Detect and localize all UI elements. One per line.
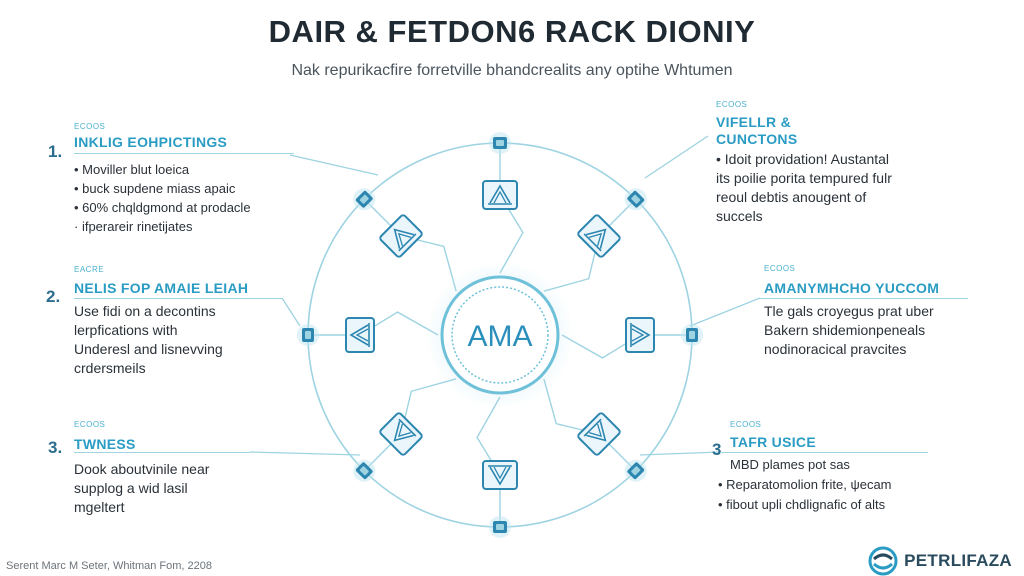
panel-3-tag: ECOOS [74,420,106,429]
panel-5-line-2: Bakern shidemionpeneals [764,322,926,338]
panel-5-line-3: nodinoracical pravcites [764,341,907,357]
panel-4-line-4: succels [716,208,763,224]
panel-5-rule [760,298,968,299]
node-connector-icon [297,324,319,346]
brand: PETRLIFAZA [868,546,1012,576]
panel-4-line-1: • Idoit providation! Austantal [716,151,890,167]
center-label: AMA [467,320,532,353]
center-ring-outer [440,275,560,395]
brand-name: PETRLIFAZA [904,551,1012,570]
panel-4-line-2: its poilie porita tempured fulr [716,170,892,186]
panel-3-heading: TWNESS [74,436,136,452]
panel-6-bullet-1: MBD plames pot sas [730,457,850,472]
panel-2-body: Use fidi on a decontins lerpfications wi… [74,302,223,378]
panel-1-tag: ECOOS [74,122,106,131]
panel-6-rule [720,452,928,453]
panel-5-heading: AMANYMHCHO YUCCOM [764,280,940,296]
node-connector-icon [681,324,703,346]
panel-1-heading: INKLIG EOHPICTINGS [74,134,228,150]
panel-2-line-2: lerpfications with [74,322,178,338]
panel-5-body: Tle gals croyegus prat uber Bakern shide… [764,302,934,359]
device-icon [345,317,375,353]
node-connector-icon [353,459,376,482]
panel-2-line-3: Underesl and lisnevving [74,341,223,357]
footer-credit: Serent Marc M Seter, Whitman Fom, 2208 [6,560,213,572]
panel-1-rule [74,153,294,154]
device-icon [482,180,518,210]
device-icon [482,460,518,490]
panel-2-line-4: crdersmeils [74,360,146,376]
panel-6-heading: TAFR USICE [730,434,816,450]
panel-4-line-3: reoul debtis anougent of [716,189,867,205]
panel-5-tag: ECOOS [764,264,796,273]
panel-1-number: 1. [48,142,63,161]
panel-1-bullet-4: · ifperareir rinetijates [74,219,193,234]
panel-4-body: • Idoit providation! Austantal its poili… [716,150,892,226]
panel-3-line-3: mgeltert [74,499,125,515]
panel-3-body: Dook aboutvinile near supplog a wid lasi… [74,460,209,517]
panel-3-line-2: supplog a wid lasil [74,480,188,496]
panel-3-line-1: Dook aboutvinile near [74,461,210,477]
node-connector-icon [353,188,376,211]
panel-2-line-1: Use fidi on a decontins [74,303,216,319]
node-connector-icon [624,188,647,211]
panel-6-number: 3 [712,440,722,459]
device-icon [625,317,655,353]
center-ring-inner [451,286,549,384]
panel-2-heading: NELIS FOP AMAIE LEIAH [74,280,249,296]
node-connector-icon [489,132,511,154]
panel-4-heading-1: VIFELLR & [716,114,792,130]
panel-2-number: 2. [46,287,61,306]
panel-2-tag: EACRE [74,265,105,274]
page-title: DAIR & FETDON6 RACK DIONIY [268,14,756,49]
panel-6-tag: ECOOS [730,420,762,429]
panel-2-rule [74,298,282,299]
panel-3-number: 3. [48,438,63,457]
panel-1-bullet-2: • buck supdene miass apaic [74,181,236,196]
panel-4-tag: ECOOS [716,100,748,109]
panel-1-bullet-1: • Moviller blut loeica [74,162,190,177]
page-subtitle: Nak repurikacfire forretville bhandcreal… [291,62,733,79]
panel-6-bullet-3: • fibout upli chdlignafic of alts [718,497,886,512]
panel-1-bullet-3: • 60% chqldgmond at prodacle [74,200,251,215]
panel-3-rule [74,452,250,453]
panel-4-heading-2: CUNCTONS [716,131,798,147]
panel-5-line-1: Tle gals croyegus prat uber [764,303,934,319]
brand-logo-icon [868,546,898,576]
node-connector-icon [624,459,647,482]
node-connector-icon [489,516,511,538]
panel-6-bullet-2: • Reparatomolion frite, ψecam [718,477,892,492]
